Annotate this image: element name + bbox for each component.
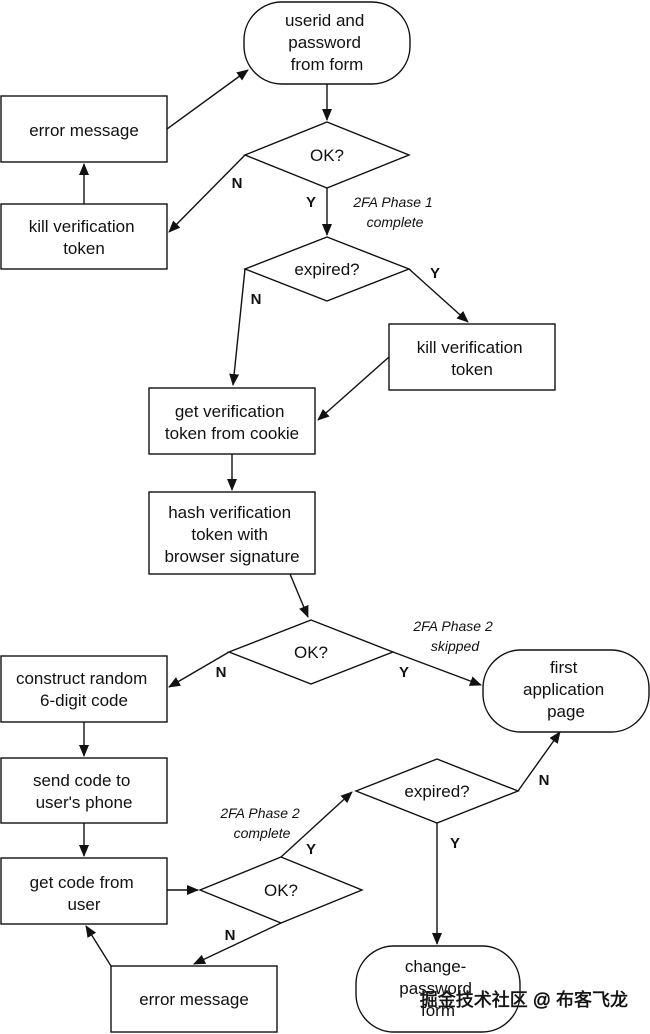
expired1-n-label: N bbox=[251, 291, 262, 308]
start-label: userid and password from form bbox=[285, 11, 369, 74]
firstpage-label: first application page bbox=[523, 658, 609, 721]
edge-ok3-error2 bbox=[193, 922, 282, 965]
edge-ok1-kill1 bbox=[168, 154, 246, 233]
edge-hash-ok2 bbox=[289, 573, 309, 618]
edge-ok3-expired2 bbox=[280, 791, 353, 858]
ok1-label: OK? bbox=[310, 146, 344, 165]
phase2-skipped-annotation: 2FA Phase 2 skipped bbox=[412, 618, 496, 654]
ok2-label: OK? bbox=[294, 643, 328, 662]
changepw-label: change- password form bbox=[399, 957, 477, 1020]
edge-error1-start bbox=[166, 69, 249, 130]
edge-expired2-firstpage bbox=[517, 731, 561, 792]
edge-ok2-construct bbox=[168, 651, 230, 688]
watermark: 掘金技术社区 @ 布客飞龙 bbox=[420, 990, 628, 1010]
expired2-y-label: Y bbox=[450, 835, 460, 852]
ok2-n-label: N bbox=[216, 664, 227, 681]
error1-box bbox=[0, 95, 168, 163]
gettoken-label: get verification token from cookie bbox=[165, 402, 299, 443]
changepw-terminal bbox=[355, 945, 521, 1033]
edge-expired1-gettoken bbox=[229, 268, 246, 386]
edge-ok2-firstpage bbox=[392, 651, 482, 686]
kill1-label: kill verification token bbox=[29, 217, 140, 258]
kill1-box bbox=[0, 203, 168, 270]
edge-error2-getcode bbox=[85, 925, 112, 967]
error2-label: error message bbox=[139, 990, 249, 1009]
edge-expired1-kill2 bbox=[408, 268, 469, 323]
construct-label: construct random 6-digit code bbox=[16, 669, 152, 710]
expired2-label: expired? bbox=[404, 782, 469, 801]
error2-box bbox=[110, 965, 278, 1033]
kill2-box bbox=[388, 323, 556, 391]
expired2-n-label: N bbox=[539, 772, 550, 789]
expired1-decision bbox=[243, 236, 411, 302]
expired1-label: expired? bbox=[294, 260, 359, 279]
phase1-annotation: 2FA Phase 1 complete bbox=[352, 194, 436, 230]
phase2-complete-annotation: 2FA Phase 2 complete bbox=[219, 805, 303, 841]
ok3-label: OK? bbox=[264, 881, 298, 900]
ok1-n-label: N bbox=[232, 175, 243, 192]
send-box bbox=[0, 757, 168, 824]
ok1-y-label: Y bbox=[306, 194, 316, 211]
edge-kill2-gettoken bbox=[317, 356, 390, 421]
getcode-box bbox=[0, 857, 168, 925]
kill2-label: kill verification token bbox=[417, 338, 528, 379]
gettoken-box bbox=[148, 387, 316, 455]
construct-box bbox=[0, 655, 168, 723]
ok3-n-label: N bbox=[225, 927, 236, 944]
hash-label: hash verification token with browser sig… bbox=[164, 503, 299, 566]
ok2-y-label: Y bbox=[399, 664, 409, 681]
send-label: send code to user's phone bbox=[33, 771, 135, 812]
expired1-y-label: Y bbox=[430, 265, 440, 282]
ok2-decision bbox=[227, 619, 395, 685]
firstpage-terminal bbox=[482, 649, 650, 733]
getcode-label: get code from user bbox=[30, 873, 139, 914]
ok3-y-label: Y bbox=[306, 841, 316, 858]
error1-label: error message bbox=[29, 121, 139, 140]
hash-box bbox=[148, 491, 316, 575]
